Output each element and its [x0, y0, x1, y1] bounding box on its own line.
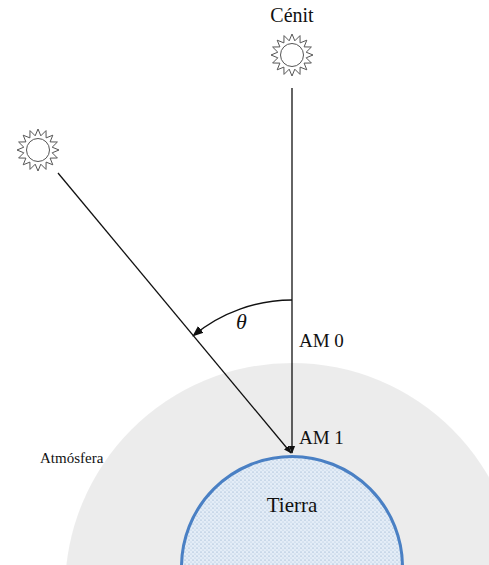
- angle-symbol: θ: [236, 309, 247, 334]
- sun-rays: [271, 34, 313, 76]
- zenith-label: Cénit: [270, 4, 313, 27]
- sun-disc: [27, 139, 50, 162]
- air-mass-label: AM 0: [299, 330, 344, 352]
- region-label: Atmósfera: [40, 450, 103, 467]
- angle-arc: [194, 300, 292, 335]
- earth-circle: Tierra: [180, 455, 404, 565]
- sun-icon: [17, 129, 59, 171]
- sun-disc: [281, 44, 304, 67]
- sun-icon: [271, 34, 313, 76]
- air-mass-label: AM 1: [299, 427, 344, 449]
- body-label: Tierra: [267, 493, 318, 517]
- sun-rays: [17, 129, 59, 171]
- atmosphere-region: TierraAtmósfera: [65, 363, 489, 565]
